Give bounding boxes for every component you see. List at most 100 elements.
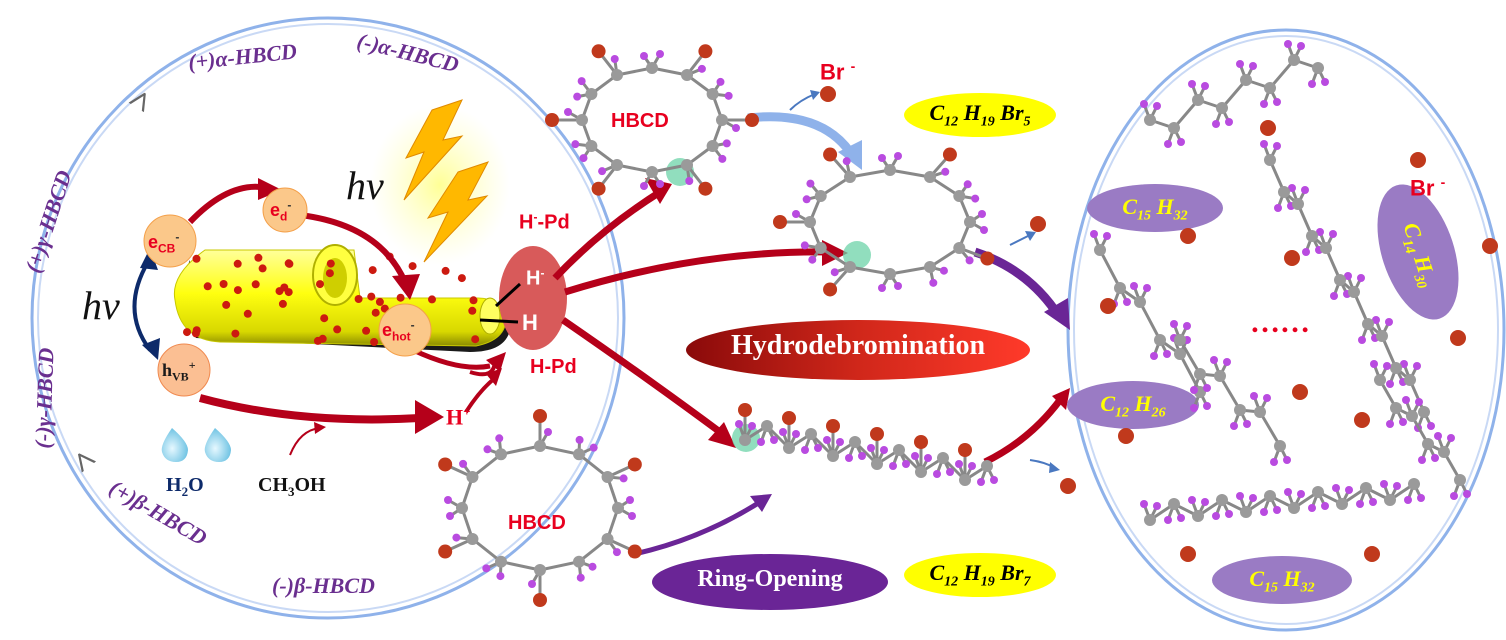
carbon-atom (1240, 506, 1252, 518)
bromine-atom (826, 419, 840, 433)
arrow-icon (1010, 235, 1030, 245)
hydrogen-atom (589, 563, 597, 571)
c12h19br7-text: C12 H19 Br7 (904, 560, 1056, 590)
hydrogen-atom (1164, 140, 1172, 148)
bromide-ion (1292, 384, 1308, 400)
isomer-minus-gamma: (-)γ-HBCD (30, 347, 60, 449)
carbon-atom (1288, 54, 1300, 66)
pd-nanoparticle (409, 262, 417, 270)
carbon-atom (1406, 410, 1418, 422)
pd-nanoparticle (285, 288, 293, 296)
hydrogen-atom (1090, 230, 1098, 238)
hydrogen-atom (941, 168, 949, 176)
carbon-atom (1362, 318, 1374, 330)
bromine-atom (533, 593, 547, 607)
carbon-atom (1288, 502, 1300, 514)
carbon-atom (849, 436, 861, 448)
hydrogen-atom (656, 180, 664, 188)
carbon-atom (1168, 122, 1180, 134)
bromide-ion (1482, 238, 1498, 254)
hydrogen-atom (792, 430, 800, 438)
pd-nanoparticle (370, 338, 378, 346)
pd-nanoparticle (193, 255, 201, 263)
hydrogen-atom (1417, 494, 1425, 502)
hydrogen-atom (911, 452, 919, 460)
carbon-atom (1234, 404, 1246, 416)
hydrogen-atom (955, 460, 963, 468)
carbon-atom (456, 502, 468, 514)
hydrogen-atom (933, 470, 941, 478)
carbon-atom (573, 448, 585, 460)
hydrogen-atom (1370, 360, 1378, 368)
hydrogen-atom (1383, 362, 1391, 370)
bromine-atom (628, 457, 642, 471)
carbon-atom (1192, 94, 1204, 106)
hydrogen-atom (1163, 350, 1171, 358)
hydrogen-atom (544, 428, 552, 436)
hydrogen-atom (1369, 498, 1377, 506)
hydrogen-atom (1212, 120, 1220, 128)
carbon-atom (1278, 186, 1290, 198)
hydrogen-atom (495, 434, 503, 442)
bromine-atom (698, 182, 712, 196)
hydrogen-atom (496, 572, 504, 580)
carbon-atom (1168, 498, 1180, 510)
hydrogen-atom (990, 476, 998, 484)
carbon-atom (1144, 114, 1156, 126)
h-minus-label: H- (526, 266, 544, 291)
pd-nanoparticle (367, 293, 375, 301)
hydrogen-atom (801, 446, 809, 454)
bromide-ion (1410, 152, 1426, 168)
hydrogen-atom (444, 496, 452, 504)
carbon-atom (815, 242, 827, 254)
bromine-atom (592, 44, 606, 58)
carbon-atom (1360, 482, 1372, 494)
e-hot-label: ehot- (382, 318, 415, 344)
bromide-ion (1118, 428, 1134, 444)
hydrogen-atom (1330, 292, 1338, 300)
carbon-atom (804, 216, 816, 228)
hydrogen-atom (964, 180, 972, 188)
br-ion-label-right: Br - (1410, 174, 1445, 201)
hydrogen-atom (1415, 398, 1423, 406)
hydrogen-atom (1284, 40, 1292, 48)
carbon-atom (1254, 406, 1266, 418)
carbon-atom (1422, 438, 1434, 450)
hydrogen-atom (598, 167, 606, 175)
hydrogen-atom (1321, 502, 1329, 510)
hydrogen-atom (1177, 514, 1185, 522)
arrow-icon (555, 192, 660, 278)
bromine-atom (823, 282, 837, 296)
pd-nanoparticle (254, 254, 262, 262)
bromine-atom (545, 113, 559, 127)
hydrogen-atom (1273, 142, 1281, 150)
bromine-atom (738, 403, 752, 417)
carbon-atom (1264, 82, 1276, 94)
pd-nanoparticle (458, 274, 466, 282)
hydrogen-atom (924, 454, 932, 462)
hydrogen-atom (1143, 284, 1151, 292)
hydrogen-atom (1140, 500, 1148, 508)
hydrogen-atom (1357, 274, 1365, 282)
hv-label-left: hv (82, 282, 120, 329)
hydrogen-atom (779, 428, 787, 436)
carbon-atom (827, 450, 839, 462)
e-d-label: ed- (270, 198, 291, 224)
hbcd-top-label: HBCD (611, 110, 669, 133)
pd-nanoparticle (471, 335, 479, 343)
carbon-atom (1312, 486, 1324, 498)
hydrogen-atom (611, 55, 619, 63)
hydrogen-atom (1431, 454, 1439, 462)
hydrogen-atom (718, 155, 726, 163)
carbon-atom (602, 533, 614, 545)
arrow-icon (748, 117, 850, 152)
pd-nanoparticle (222, 301, 230, 309)
carbon-atom (1348, 286, 1360, 298)
carbon-atom (1390, 402, 1402, 414)
pd-nanoparticle (231, 330, 239, 338)
hydrogen-atom (978, 210, 986, 218)
hydrogen-atom (628, 512, 636, 520)
bromine-atom (438, 545, 452, 559)
hydrogen-atom (685, 177, 693, 185)
bromide-ion (1260, 120, 1276, 136)
